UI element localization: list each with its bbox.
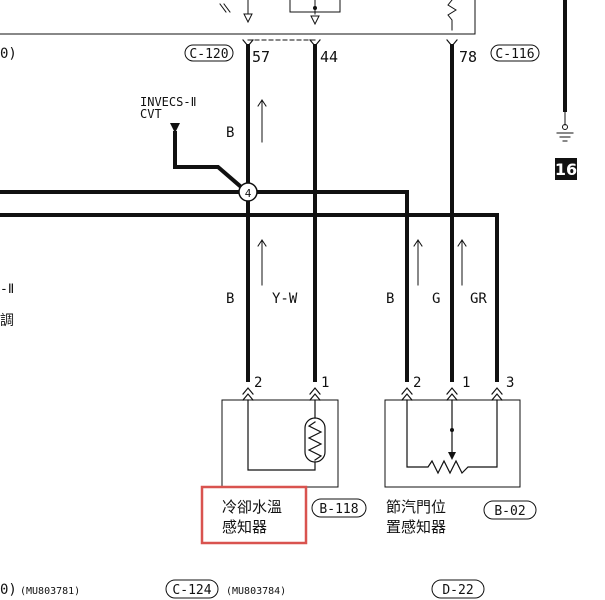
- ground-ref-number: 16: [555, 160, 577, 179]
- c120-label: C-120: [189, 47, 228, 62]
- bottom-references: 0) (MU803781) C-124 (MU803784) D-22: [0, 579, 485, 599]
- wires: [0, 44, 499, 382]
- c116-pin-78: 78: [459, 48, 477, 66]
- b118-pin-2: 2: [254, 375, 262, 391]
- junction-label: 4: [245, 187, 252, 200]
- invecs-branch: INVECS-Ⅱ CVT: [140, 95, 243, 189]
- flow-arrows: [257, 99, 467, 286]
- c120-pin-44: 44: [320, 48, 338, 66]
- b02-label: B-02: [494, 504, 525, 519]
- junction-4: 4: [238, 182, 258, 202]
- c120-pin-57: 57: [252, 48, 270, 66]
- d22-label: D-22: [442, 583, 473, 598]
- left-connector-partial: 0): [0, 46, 17, 62]
- throttle-sensor: [384, 399, 521, 488]
- wire-label-b-right: B: [386, 291, 394, 307]
- top-component-outlines: [0, 0, 476, 35]
- connector-c120: C-120 57 44: [184, 39, 338, 66]
- b118-label: B-118: [319, 502, 358, 517]
- b02-pin-1: 1: [462, 375, 470, 391]
- wire-label-b-upper: B: [226, 125, 234, 141]
- part-mu803781: (MU803781): [20, 586, 80, 597]
- wire-label-gr: GR: [470, 291, 487, 307]
- c124-label: C-124: [172, 583, 211, 598]
- coolant-sensor-name-2: 感知器: [222, 518, 267, 536]
- b118-pins: 2 1: [242, 375, 329, 401]
- sensor-labels: 冷卻水溫 感知器 B-118 節汽門位 置感知器 B-02: [200, 485, 537, 545]
- wire-label-g: G: [432, 291, 440, 307]
- wire-label-b-lower: B: [226, 291, 234, 307]
- b118-pin-1: 1: [321, 375, 329, 391]
- left-cut-label-2: 調: [0, 313, 14, 329]
- pin-markers-top: [242, 39, 458, 47]
- b02-pin-3: 3: [506, 375, 514, 391]
- b02-pin-2: 2: [413, 375, 421, 391]
- c116-label: C-116: [495, 47, 534, 62]
- invecs-label-line2: CVT: [140, 107, 162, 121]
- invecs-label-line1: INVECS-Ⅱ: [140, 95, 196, 109]
- throttle-sensor-name-1: 節汽門位: [386, 498, 446, 516]
- wire-color-labels: B B Y-W B G GR: [226, 125, 487, 307]
- left-cut-label-1: -Ⅱ: [0, 282, 14, 297]
- wire-label-y-w: Y-W: [272, 291, 298, 307]
- coolant-sensor-name-1: 冷卻水溫: [222, 498, 282, 516]
- coolant-sensor: [221, 399, 339, 488]
- highlight-box: [200, 485, 308, 545]
- connector-c116: 78 C-116: [459, 44, 540, 66]
- bottom-left-partial: 0): [0, 582, 17, 598]
- part-mu803784: (MU803784): [226, 586, 286, 597]
- throttle-sensor-name-2: 置感知器: [386, 518, 446, 536]
- ground-symbol: 16: [555, 0, 577, 180]
- b02-pins: 2 1 3: [401, 375, 514, 401]
